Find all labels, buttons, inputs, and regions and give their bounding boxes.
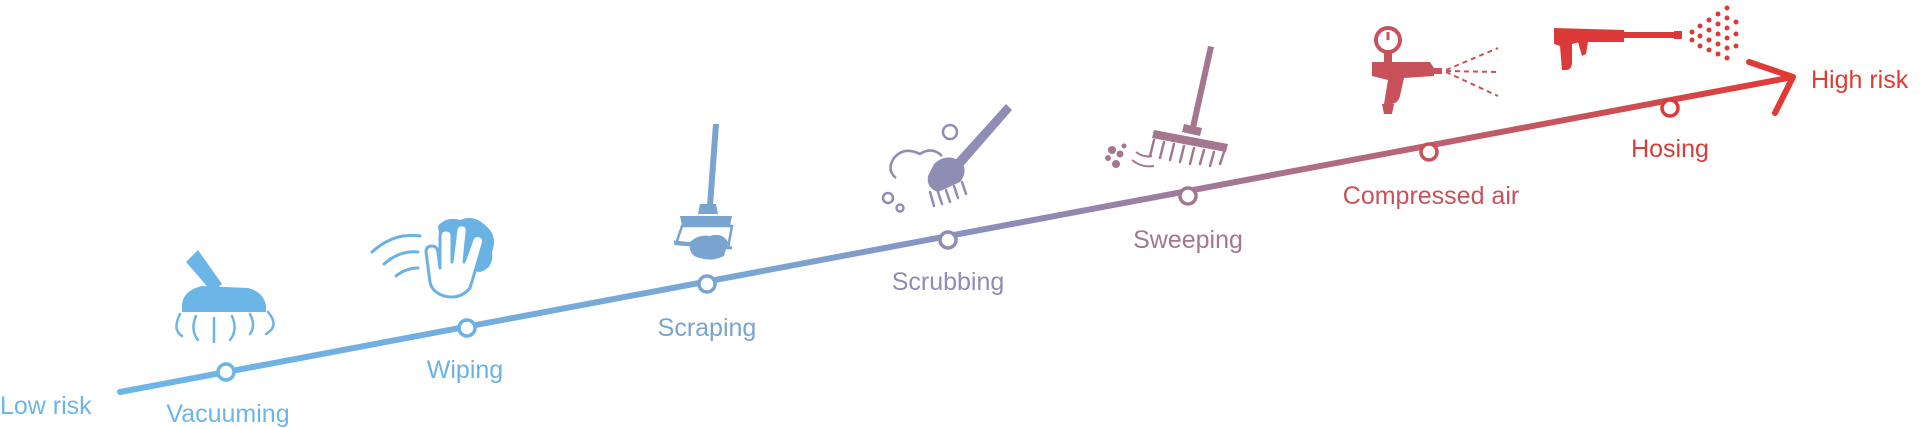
- vacuum-nozzle-icon: [175, 250, 275, 344]
- scraper-icon: [673, 124, 734, 260]
- scrubbing-brush-icon: [881, 104, 1012, 213]
- step-marker-hosing: [1660, 98, 1680, 118]
- broom-icon: [1105, 46, 1228, 168]
- step-marker-sweeping: [1178, 186, 1198, 206]
- risk-axis-line: [117, 74, 1796, 395]
- step-marker-scrubbing: [938, 230, 958, 250]
- step-label-scrubbing: Scrubbing: [892, 268, 1005, 296]
- step-marker-scraping: [697, 274, 717, 294]
- air-blow-gun-icon: [1372, 26, 1499, 114]
- step-label-wiping: Wiping: [427, 356, 503, 384]
- step-marker-vacuuming: [216, 362, 236, 382]
- high-risk-label: High risk: [1811, 66, 1909, 94]
- step-label-hosing: Hosing: [1631, 135, 1709, 163]
- step-marker-wiping: [457, 318, 477, 338]
- wiping-hand-icon: [370, 218, 494, 299]
- step-label-scraping: Scraping: [658, 314, 757, 342]
- step-label-compressed-air: Compressed air: [1343, 182, 1519, 210]
- step-label-sweeping: Sweeping: [1133, 226, 1243, 254]
- arrow-head-icon: [1746, 59, 1796, 116]
- step-label-vacuuming: Vacuuming: [166, 400, 289, 428]
- spray-gun-icon: [1554, 5, 1739, 70]
- step-marker-compressed-air: [1419, 142, 1439, 162]
- low-risk-label: Low risk: [0, 392, 92, 420]
